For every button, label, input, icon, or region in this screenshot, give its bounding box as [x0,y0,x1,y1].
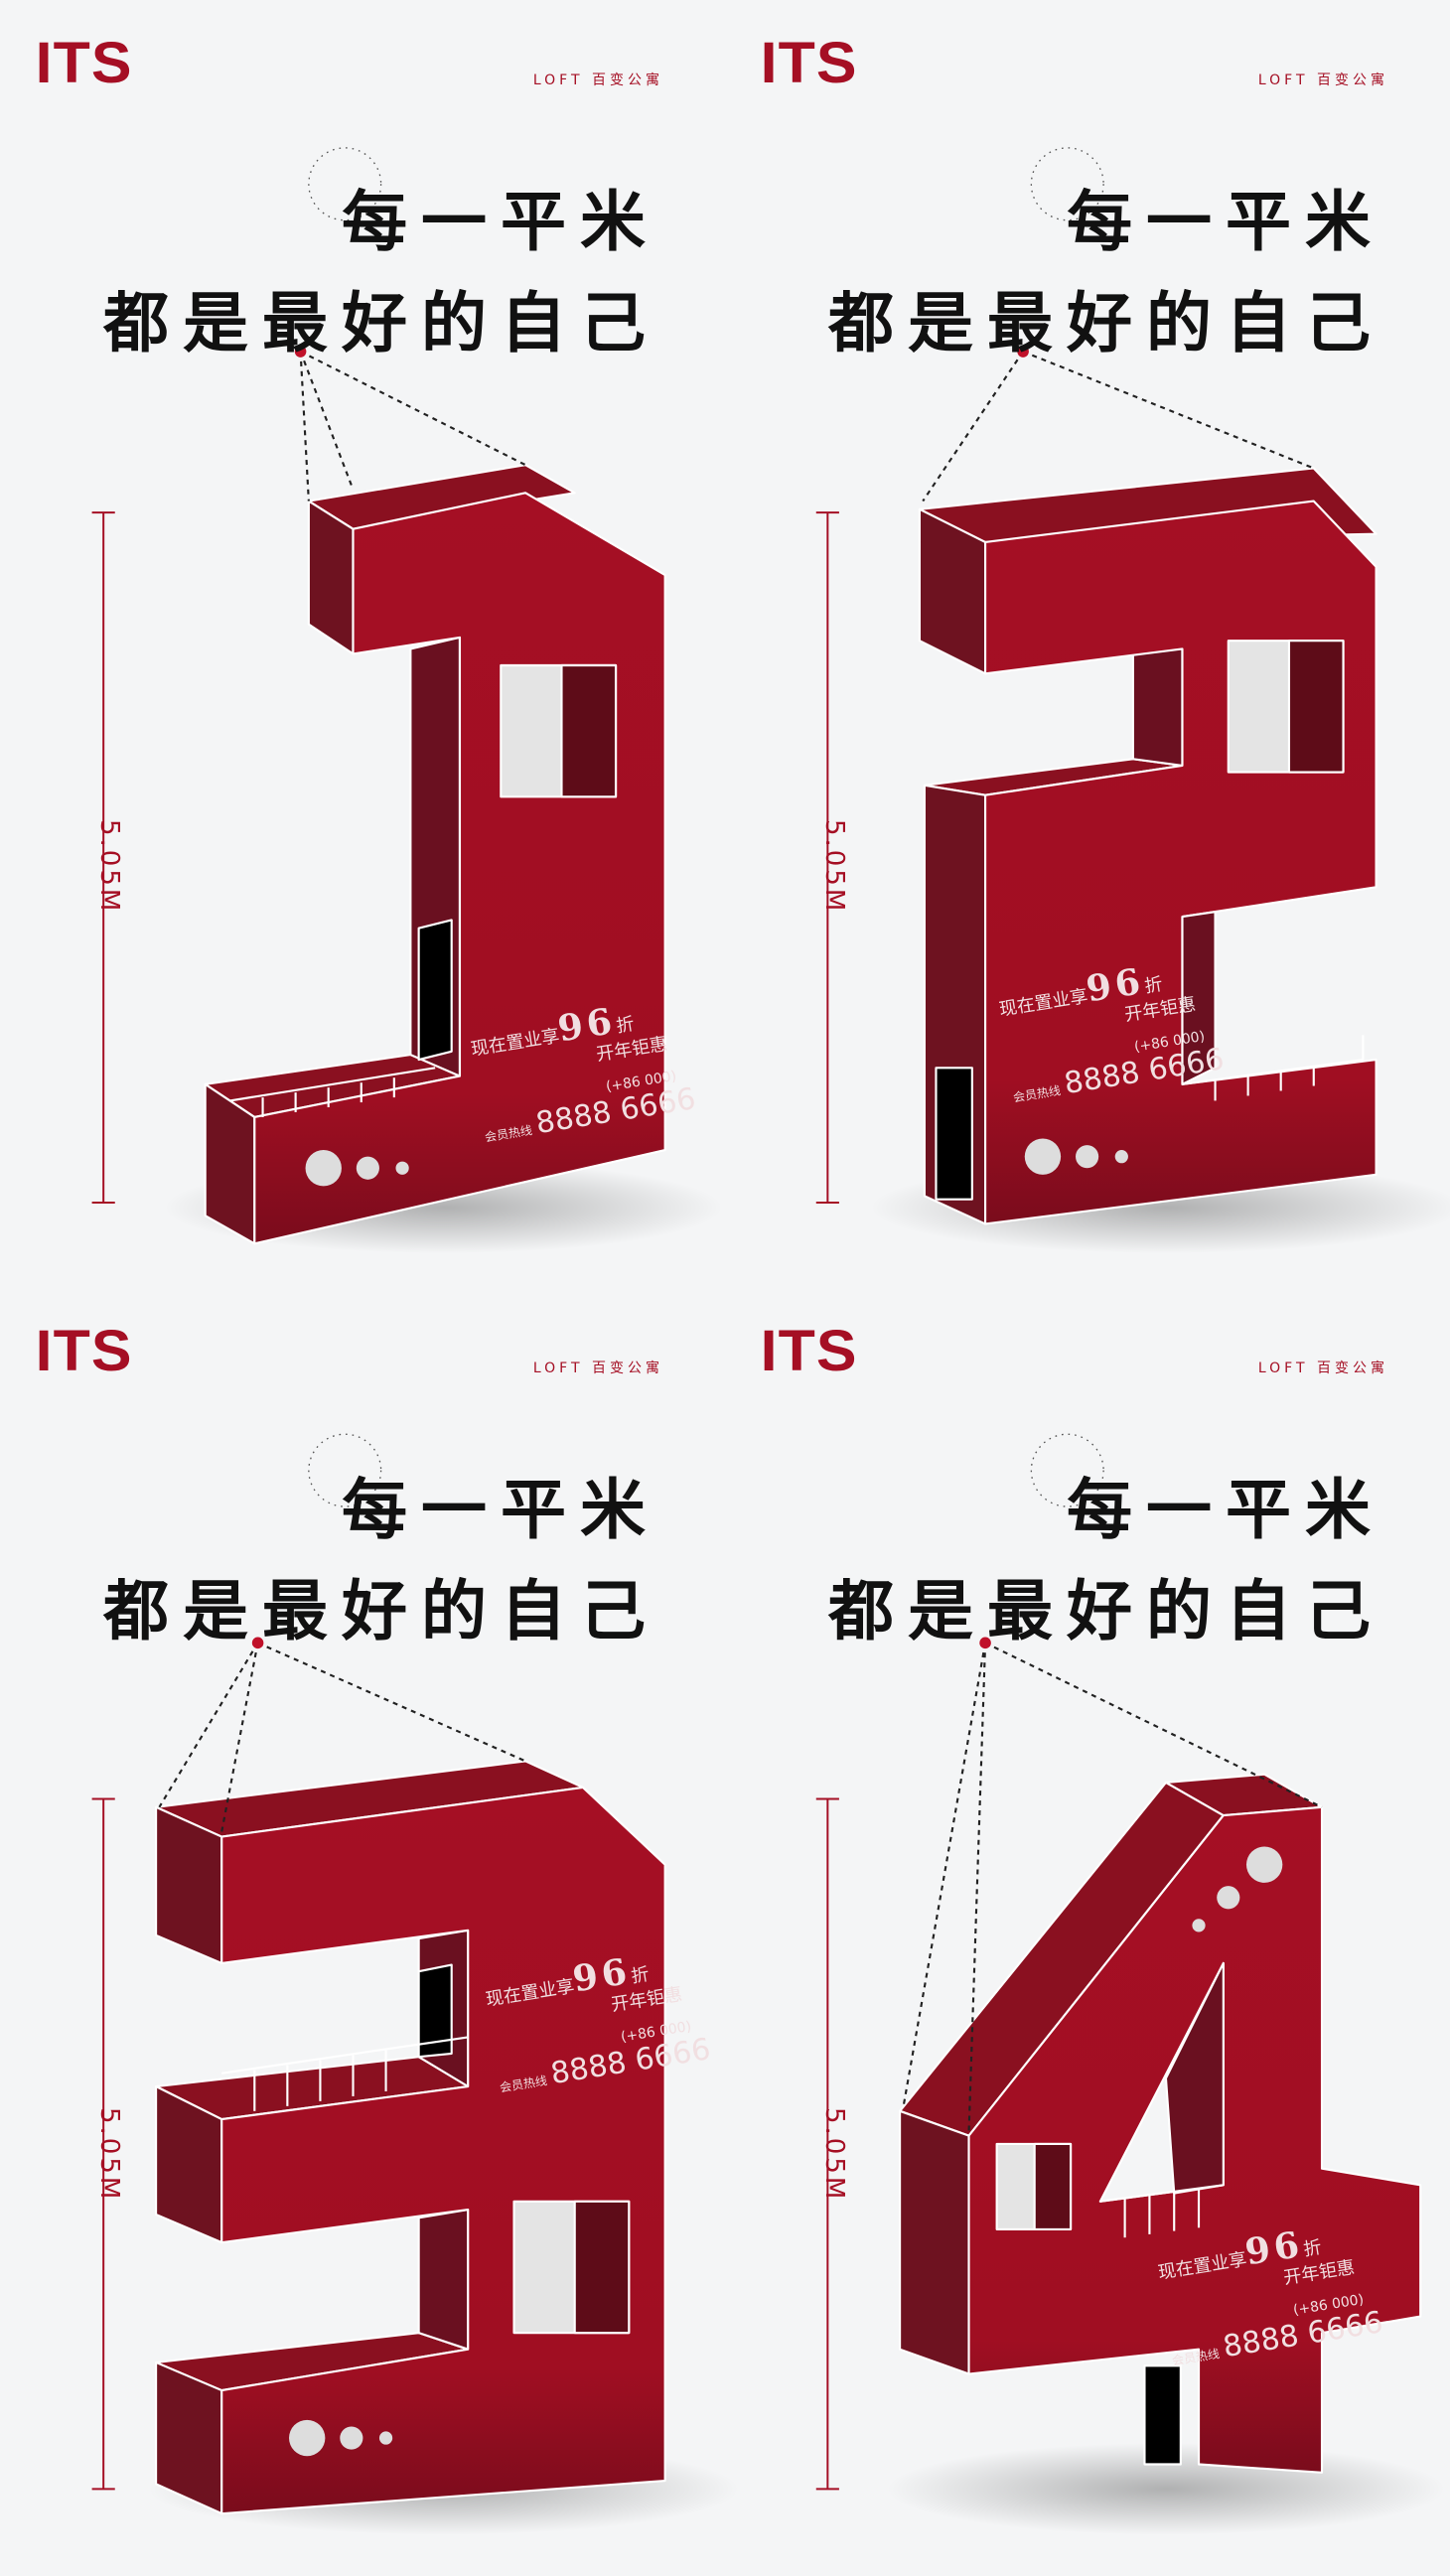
hotline-label: 会员热线 [484,1123,533,1145]
height-rulers [91,511,839,2491]
brand-logo: ITS [35,31,133,95]
poster-panel-1: ITS LOFT 百变公寓 每一平米 都是最好的自己 5.05M 现在置业享96… [0,0,725,1288]
poster-panel-2: ITS LOFT 百变公寓 每一平米 都是最好的自己 5.05M 现在置业享96… [725,0,1450,1288]
poster-panel-3: ITS LOFT 百变公寓 每一平米 都是最好的自己 5.05M 现在置业享96… [0,1288,725,2576]
headline-line-1: 每一平米 [342,184,659,260]
promo-block: 现在置业享96折 开年钜惠 (+86 000) 会员热线 8888 6666 [467,990,698,1149]
brand-logo: ITS [760,31,858,95]
discount-unit: 折 [614,1013,637,1038]
poster-panel-4: ITS LOFT 百变公寓 每一平米 都是最好的自己 5.05M 现在置业享96… [725,1288,1450,2576]
height-label: 5.05M [94,2107,124,2203]
hotline-label: 会员热线 [1012,1083,1062,1105]
promo-block: 现在置业享96折 开年钜惠 (+86 000) 会员热线 8888 6666 [995,950,1227,1109]
height-label: 5.05M [819,819,849,915]
headline-line-2: 都是最好的自己 [828,1573,1384,1649]
brand-logo: ITS [35,1319,133,1383]
discount-unit: 折 [629,1963,652,1988]
tagline: LOFT 百变公寓 [532,72,663,88]
height-label: 5.05M [94,819,124,915]
discount-unit: 折 [1142,973,1165,998]
hotline-label: 会员热线 [499,2074,548,2095]
promo-block: 现在置业享96折 开年钜惠 (+86 000) 会员热线 8888 6666 [1154,2214,1385,2372]
hotline-label: 会员热线 [1171,2347,1221,2368]
headline-line-1: 每一平米 [1067,1472,1384,1548]
headline-line-1: 每一平米 [342,1472,659,1548]
brand-logo: ITS [760,1319,858,1383]
sunburst-icons [308,147,1104,1507]
tagline: LOFT 百变公寓 [1257,72,1388,88]
digit-3-block [147,1637,740,2535]
headline-line-1: 每一平米 [1067,184,1384,260]
digit-2-block [870,346,1450,1254]
digit-4-block [886,1637,1446,2535]
headline-line-2: 都是最好的自己 [103,1573,659,1649]
headline-line-2: 都是最好的自己 [103,285,659,361]
tagline: LOFT 百变公寓 [1257,1360,1388,1376]
tagline: LOFT 百变公寓 [532,1360,663,1376]
discount-unit: 折 [1301,2236,1324,2261]
headline-line-2: 都是最好的自己 [828,285,1384,361]
digit-1-block [164,346,723,1254]
height-label: 5.05M [819,2107,849,2203]
promo-block: 现在置业享96折 开年钜惠 (+86 000) 会员热线 8888 6666 [482,1940,713,2099]
